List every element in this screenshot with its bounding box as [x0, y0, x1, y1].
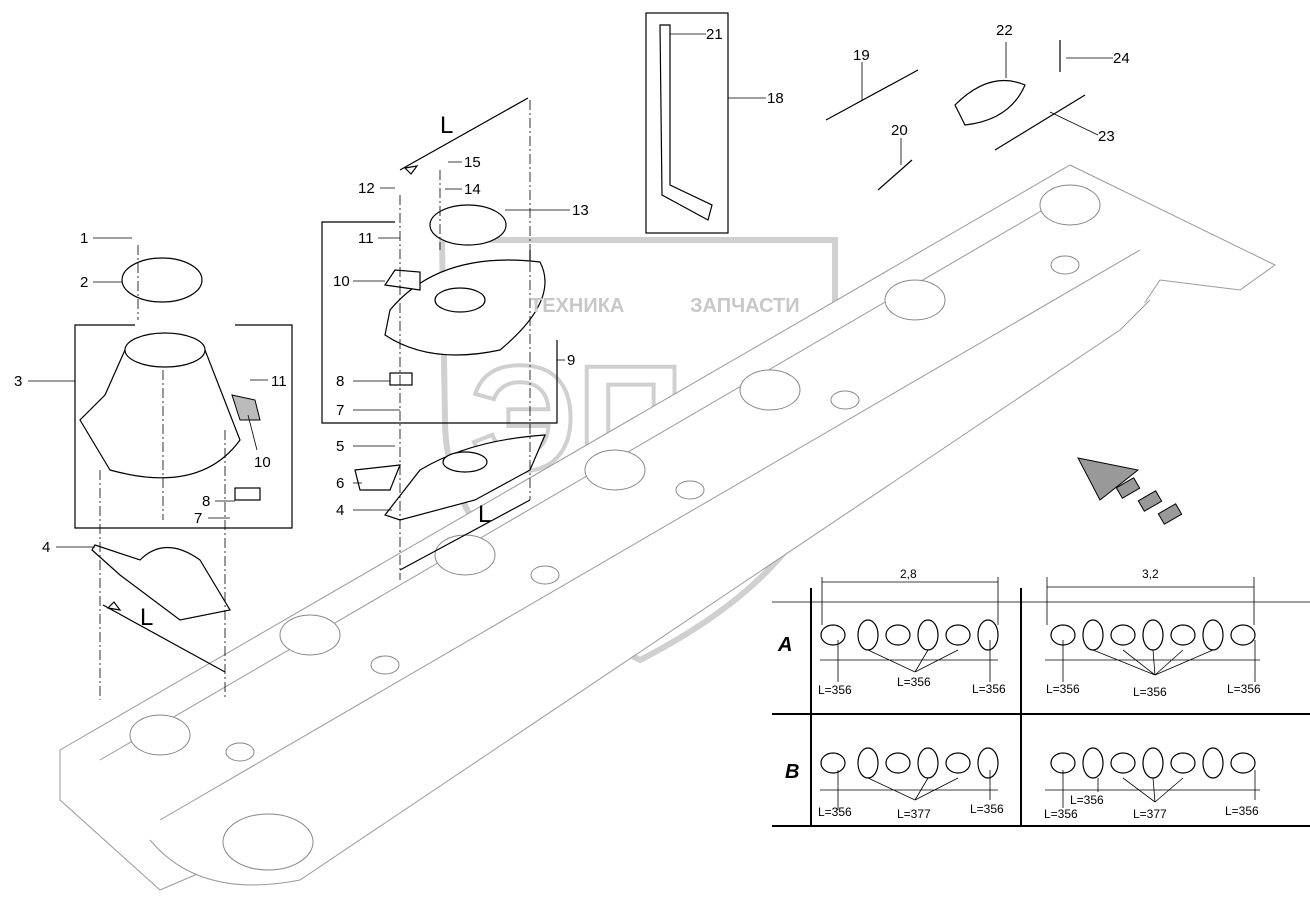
callout-labels: 1 2 3 11 10 8 7 4 12 15 14 13 11 10 9 8 …	[14, 22, 1130, 631]
a-left-l3: L=356	[972, 682, 1006, 696]
row-label-b: B	[785, 761, 799, 783]
direction-arrow	[1077, 457, 1183, 525]
callout-6: 6	[336, 475, 344, 492]
callout-24: 24	[1113, 50, 1130, 67]
watermark-text-right: ЗАПЧАСТИ	[690, 295, 800, 317]
top-parts	[645, 12, 1086, 234]
dimension-l-middle: L	[478, 501, 491, 528]
b-left-l1: L=356	[818, 805, 852, 819]
callout-8: 8	[336, 373, 344, 390]
callout-18: 18	[767, 90, 784, 107]
leader-lines	[28, 33, 1113, 548]
callout-11: 11	[271, 373, 287, 390]
b-left-l3: L=356	[970, 802, 1004, 816]
configuration-table: 2,8 3,2 A B L=356 L=356 L=356 L=356 L=35…	[772, 567, 1310, 830]
a-left-l1: L=356	[818, 683, 852, 697]
middle-assembly	[321, 97, 558, 580]
callout-21: 21	[706, 26, 723, 43]
callout-4: 4	[336, 502, 344, 519]
dimension-l-left: L	[140, 604, 153, 631]
callout-12: 12	[358, 180, 375, 197]
cutter-bar	[59, 164, 1276, 891]
callout-4: 4	[42, 539, 50, 556]
callout-11: 11	[358, 230, 374, 247]
callout-8: 8	[202, 493, 210, 510]
callout-7: 7	[194, 510, 202, 527]
watermark-text: ТЕХНИКА ЗАПЧАСТИ	[530, 295, 800, 317]
watermark-text-left: ТЕХНИКА	[530, 295, 624, 317]
callout-19: 19	[853, 47, 870, 64]
callout-10: 10	[333, 273, 350, 290]
callout-22: 22	[996, 22, 1013, 39]
callout-20: 20	[891, 122, 908, 139]
callout-1: 1	[80, 230, 88, 247]
callout-10: 10	[254, 454, 271, 471]
dimension-l-top: L	[440, 112, 453, 139]
callout-3: 3	[14, 373, 22, 390]
a-right-l3: L=356	[1227, 682, 1261, 696]
callout-7: 7	[336, 402, 344, 419]
width-label-3-2: 3,2	[1142, 567, 1159, 581]
width-label-2-8: 2,8	[900, 567, 917, 581]
b-right-l3: L=377	[1133, 807, 1167, 821]
b-right-l2: L=356	[1070, 793, 1104, 807]
a-left-l2: L=356	[897, 675, 931, 689]
callout-9: 9	[567, 352, 575, 369]
left-assembly	[74, 245, 293, 700]
a-right-l2: L=356	[1133, 685, 1167, 699]
callout-5: 5	[336, 438, 344, 455]
b-right-l1: L=356	[1044, 807, 1078, 821]
a-right-l1: L=356	[1046, 682, 1080, 696]
callout-13: 13	[572, 202, 589, 219]
callout-2: 2	[80, 274, 88, 291]
row-label-a: A	[777, 634, 792, 656]
b-right-l4: L=356	[1225, 804, 1259, 818]
callout-15: 15	[464, 154, 481, 171]
b-left-l2: L=377	[897, 807, 931, 821]
callout-23: 23	[1098, 128, 1115, 145]
callout-14: 14	[464, 181, 481, 198]
